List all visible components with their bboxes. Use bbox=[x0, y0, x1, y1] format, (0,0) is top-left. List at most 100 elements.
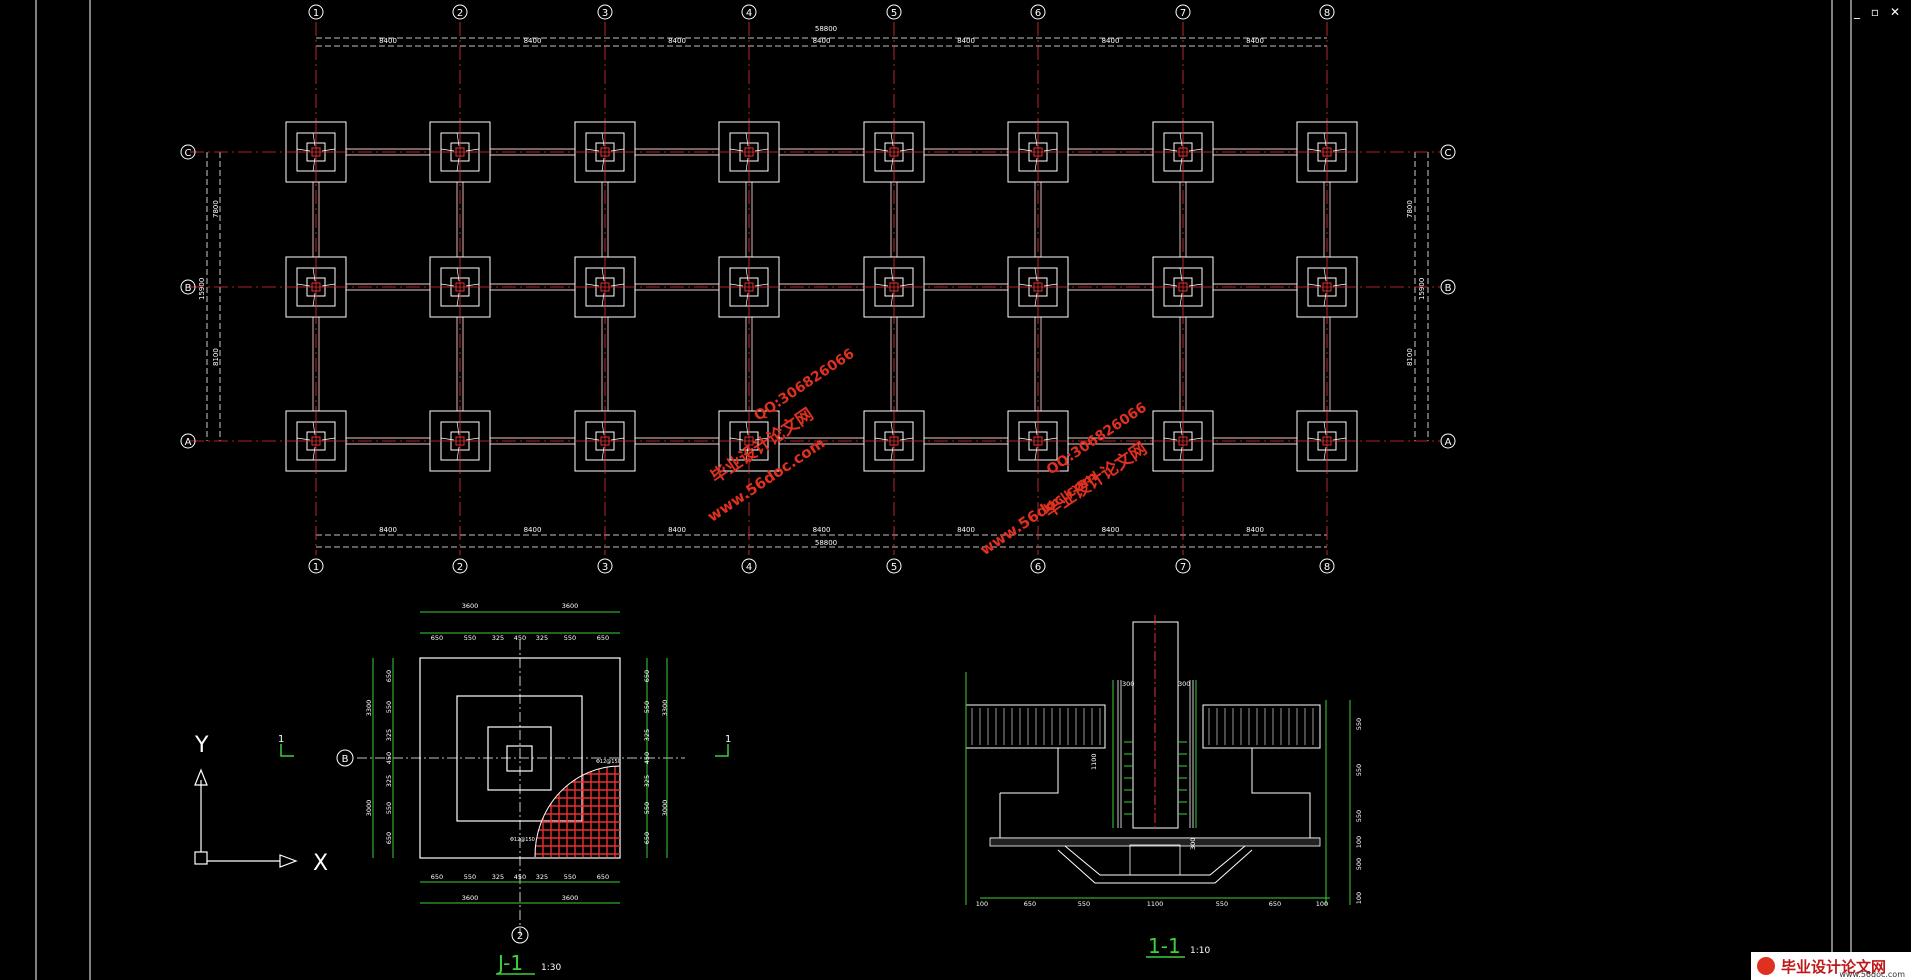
dim-bottom: 550 bbox=[1216, 900, 1228, 908]
taper bbox=[1179, 267, 1183, 282]
axis-bubble bbox=[308, 4, 324, 20]
dim-inner-right: 450 bbox=[643, 752, 651, 764]
rebar-note-bottom: Φ12@150 bbox=[510, 837, 535, 843]
footing bbox=[863, 410, 925, 472]
logo-text: 毕业设计论文网 bbox=[1781, 957, 1887, 976]
footing bbox=[1152, 256, 1214, 318]
dim-right: 550 bbox=[1355, 718, 1363, 730]
section-scale: 1:10 bbox=[1190, 946, 1210, 956]
dim-inner-left: 550 bbox=[385, 802, 393, 814]
taper bbox=[465, 148, 480, 152]
minimize-button[interactable]: _ bbox=[1854, 5, 1860, 19]
bedding bbox=[989, 837, 1321, 847]
taper bbox=[1323, 157, 1327, 172]
taper bbox=[321, 148, 336, 152]
axis-bubble bbox=[452, 4, 468, 20]
taper bbox=[456, 267, 460, 282]
taper bbox=[1179, 132, 1183, 147]
taper bbox=[585, 148, 600, 152]
dim-inner-right: 650 bbox=[643, 832, 651, 844]
close-button[interactable]: ✕ bbox=[1889, 5, 1901, 19]
drawing-frame bbox=[35, 0, 1852, 980]
axis-label-x: 2 bbox=[457, 8, 463, 19]
footing-step1 bbox=[456, 695, 583, 822]
axis-bubble bbox=[452, 558, 468, 574]
taper bbox=[296, 148, 311, 152]
watermark-left: www.56doc.com 毕业设计论文网 QQ:306826066 bbox=[704, 346, 857, 526]
taper bbox=[1163, 437, 1178, 441]
axis-label-x: 3 bbox=[602, 562, 608, 573]
dim-inner-top: 550 bbox=[464, 634, 476, 642]
taper bbox=[321, 283, 336, 287]
taper bbox=[1043, 283, 1058, 287]
dim-right: 550 bbox=[1355, 764, 1363, 776]
taper bbox=[1307, 283, 1322, 287]
axis-bubble bbox=[1440, 144, 1456, 160]
dim-inner-left: 325 bbox=[385, 775, 393, 787]
axis-label-x: 1 bbox=[313, 562, 319, 573]
taper bbox=[321, 437, 336, 441]
axis-bubble bbox=[741, 4, 757, 20]
footing bbox=[718, 256, 780, 318]
taper bbox=[1043, 437, 1058, 441]
dim-span-bottom: 8400 bbox=[524, 526, 542, 534]
detail-scale: 1:30 bbox=[541, 963, 561, 973]
section-mark-label: 1 bbox=[725, 734, 731, 745]
taper bbox=[465, 283, 480, 287]
rebar-note-top: Φ12@150 bbox=[596, 759, 621, 765]
dim-span-bottom: 8400 bbox=[379, 526, 397, 534]
taper bbox=[1018, 437, 1033, 441]
axis-bubble bbox=[597, 4, 613, 20]
dim-bottom: 550 bbox=[1078, 900, 1090, 908]
footing bbox=[574, 121, 636, 183]
axis-label-y: B bbox=[185, 283, 192, 294]
dim-right: 100 bbox=[1355, 836, 1363, 848]
dim-inner-left: 650 bbox=[385, 670, 393, 682]
taper bbox=[312, 132, 316, 147]
dim-inner-top: 650 bbox=[431, 634, 443, 642]
taper bbox=[601, 267, 605, 282]
dim-span-bottom: 8400 bbox=[1246, 526, 1264, 534]
dim-inner-left: 325 bbox=[385, 729, 393, 741]
dim-height: 1100 bbox=[1090, 753, 1098, 770]
dim-inner-top: 450 bbox=[514, 634, 526, 642]
dim-outer-left: 3000 bbox=[365, 800, 373, 817]
section-mark-label: 1 bbox=[278, 734, 284, 745]
taper bbox=[440, 283, 455, 287]
restore-button[interactable]: ▫ bbox=[1870, 5, 1880, 19]
taper bbox=[729, 283, 744, 287]
footing bbox=[1296, 121, 1358, 183]
dim-inner-right: 325 bbox=[643, 775, 651, 787]
dim-span-bottom: 8400 bbox=[957, 526, 975, 534]
taper bbox=[1163, 148, 1178, 152]
taper bbox=[890, 292, 894, 307]
taper bbox=[610, 148, 625, 152]
taper bbox=[1323, 292, 1327, 307]
site-logo: 毕业设计论文网 www.56doc.com bbox=[1751, 952, 1911, 980]
taper bbox=[610, 283, 625, 287]
taper bbox=[890, 157, 894, 172]
dim-y-bottom: 8100 bbox=[212, 348, 220, 366]
mesh-arc bbox=[534, 765, 621, 858]
foundation-plan: 5880084008400840084008400840084008400840… bbox=[180, 4, 1456, 574]
dim-outer-right: 3000 bbox=[661, 800, 669, 817]
dim-inner-bottom: 325 bbox=[492, 873, 504, 881]
dim-inner-top: 325 bbox=[492, 634, 504, 642]
taper bbox=[312, 292, 316, 307]
footing-outline bbox=[999, 748, 1311, 839]
taper bbox=[874, 148, 889, 152]
taper bbox=[465, 437, 480, 441]
dim-outer-left: 3300 bbox=[365, 700, 373, 717]
footing bbox=[429, 410, 491, 472]
taper bbox=[1034, 267, 1038, 282]
taper bbox=[745, 157, 749, 172]
taper bbox=[1179, 157, 1183, 172]
foundation-detail-j1: Φ12@150Φ12@15036003600360036006506505505… bbox=[278, 602, 731, 975]
taper bbox=[440, 437, 455, 441]
axis-bubble bbox=[1319, 558, 1335, 574]
taper bbox=[729, 437, 744, 441]
dim-span-top: 8400 bbox=[668, 37, 686, 45]
taper bbox=[754, 283, 769, 287]
dim-right: 100 bbox=[1355, 892, 1363, 904]
